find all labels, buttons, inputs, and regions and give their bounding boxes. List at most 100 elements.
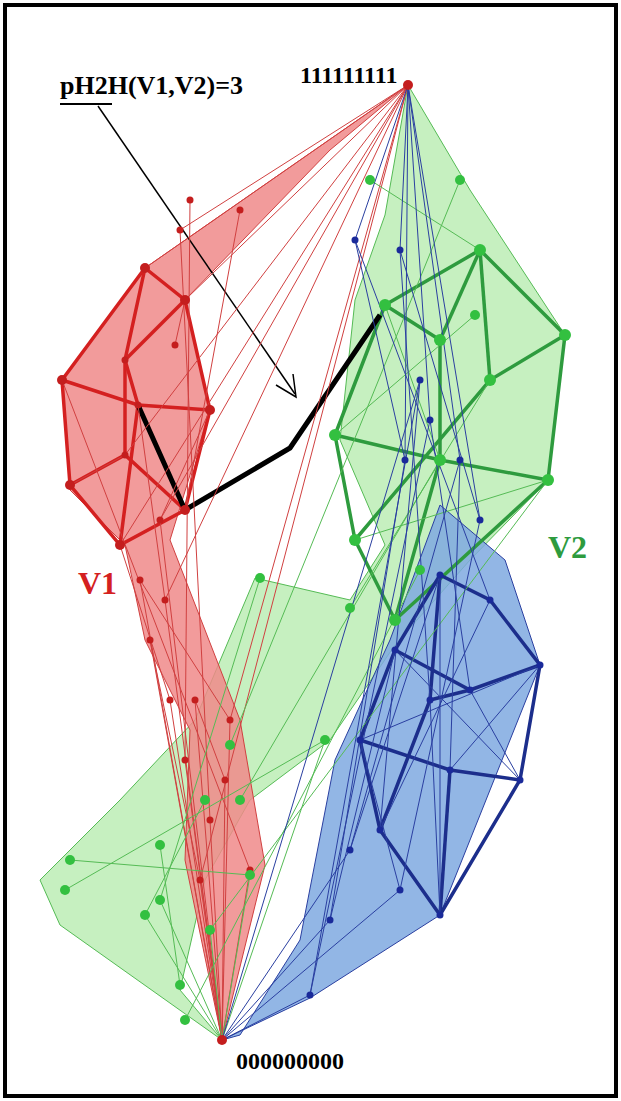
- thin-edge: [160, 85, 408, 520]
- vertex-dot: [365, 175, 375, 185]
- vertex-dot: [180, 295, 190, 305]
- thin-edge: [408, 85, 430, 420]
- green-region: [40, 85, 565, 1040]
- vertex-dot: [434, 334, 446, 346]
- vertex-dot: [155, 840, 165, 850]
- label-text: pH2H(V1,V2)=3: [60, 72, 243, 101]
- vertex-dot: [327, 917, 334, 924]
- vertex-dot: [329, 429, 341, 441]
- thin-edge: [408, 85, 480, 520]
- vertex-dot: [172, 342, 179, 349]
- vertex-dot: [122, 452, 129, 459]
- thin-edge: [160, 900, 222, 1040]
- vertex-dot: [320, 735, 330, 745]
- vertex-dot: [487, 597, 494, 604]
- thin-edge: [350, 460, 460, 850]
- vertex-dot: [177, 227, 184, 234]
- thin-edge: [160, 410, 210, 520]
- vertex-dot: [417, 377, 424, 384]
- vertex-dot: [377, 827, 384, 834]
- thin-edge: [430, 420, 470, 690]
- vertex-dot: [197, 877, 204, 884]
- thin-edge: [355, 85, 408, 240]
- thin-edge: [145, 800, 205, 915]
- vertex-dot: [307, 992, 314, 999]
- thin-edge: [145, 85, 408, 268]
- vertex-dot: [155, 895, 165, 905]
- vertex-dot: [237, 207, 244, 214]
- arrow-head: [276, 374, 296, 397]
- vertex-dot: [389, 614, 401, 626]
- vertex-dot: [205, 925, 215, 935]
- vertex-dot: [467, 687, 474, 694]
- label-text: 111111111: [300, 62, 397, 88]
- vertex-dot: [437, 572, 444, 579]
- thin-edge: [360, 665, 540, 740]
- vertex-dot: [349, 534, 361, 546]
- vertex-dot: [137, 577, 144, 584]
- vertex-dot: [227, 717, 234, 724]
- vertex-dot: [192, 697, 199, 704]
- vertex-dot: [65, 480, 75, 490]
- vertex-dot: [403, 80, 413, 90]
- thin-edge: [185, 85, 408, 300]
- vertex-dot: [397, 247, 404, 254]
- vertex-dot: [182, 757, 189, 764]
- vertex-dot: [415, 565, 425, 575]
- vertex-dot: [402, 457, 409, 464]
- vertex-dot: [135, 402, 142, 409]
- vertex-dot: [157, 517, 164, 524]
- vertex-dot: [517, 777, 524, 784]
- vertex-dot: [245, 870, 255, 880]
- thin-edge: [440, 575, 441, 915]
- thin-edge: [222, 920, 330, 1040]
- thin-edge: [230, 85, 408, 720]
- thin-edge: [355, 240, 405, 460]
- thin-edge: [360, 740, 400, 890]
- vertex-dot: [455, 175, 465, 185]
- vertex-dot: [60, 885, 70, 895]
- vertex-dot: [457, 457, 464, 464]
- thin-edge: [160, 578, 260, 900]
- vertex-dot: [345, 603, 355, 613]
- vertex-dot: [347, 847, 354, 854]
- underline: [60, 103, 112, 105]
- vertex-dot: [379, 299, 391, 311]
- thin-edge: [200, 85, 408, 880]
- label-text: V1: [78, 566, 117, 601]
- thin-edge: [120, 545, 170, 700]
- vertex-dot: [397, 887, 404, 894]
- vertex-dot: [357, 737, 364, 744]
- vertex-dot: [470, 310, 480, 320]
- thin-edge: [180, 230, 210, 820]
- vertex-dot: [437, 912, 444, 919]
- vertex-dot: [175, 980, 185, 990]
- label-text: V2: [548, 530, 587, 565]
- vertex-dot: [222, 777, 229, 784]
- label-text: 000000000: [236, 1048, 344, 1074]
- thin-edge: [222, 380, 420, 1040]
- thin-edge: [210, 480, 548, 930]
- thin-edge: [405, 85, 408, 460]
- thin-edge: [222, 890, 400, 1040]
- thin-edge: [222, 875, 250, 1040]
- thin-edge: [350, 575, 440, 850]
- leader-line: [98, 106, 295, 394]
- vertex-dot: [537, 662, 544, 669]
- vertex-dot: [474, 244, 486, 256]
- frame: [5, 5, 616, 1096]
- thin-edge: [140, 580, 222, 1040]
- vertex-dot: [542, 474, 554, 486]
- vertex-dot: [180, 1015, 190, 1025]
- vertex-dot: [122, 357, 129, 364]
- vertex-dot: [427, 417, 434, 424]
- thin-edge: [70, 860, 250, 875]
- thin-edge: [230, 180, 460, 745]
- thin-edge: [222, 850, 350, 1040]
- thin-edge: [165, 600, 222, 1040]
- vertex-dot: [484, 374, 496, 386]
- vertex-dot: [147, 637, 154, 644]
- vertex-dot: [167, 697, 174, 704]
- vertex-dot: [217, 1035, 227, 1045]
